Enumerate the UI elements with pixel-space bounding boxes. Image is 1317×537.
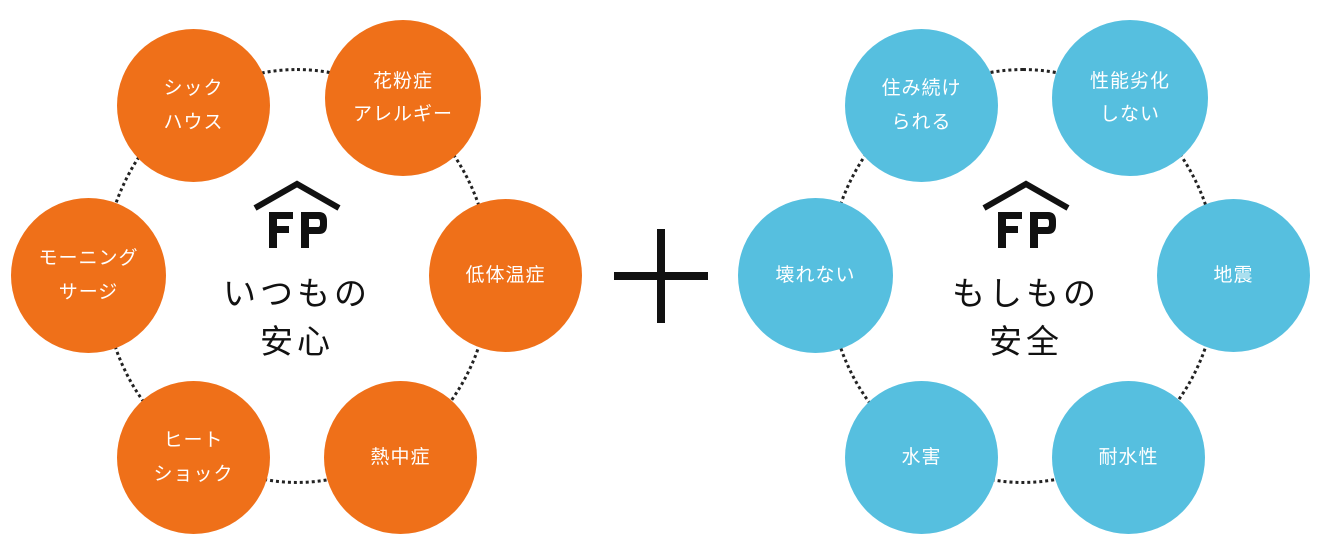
node-label-line1: 地震 — [1213, 263, 1254, 286]
node-label-line2: サージ — [58, 280, 119, 303]
anshin-node-hypothermia: 低体温症 — [429, 199, 582, 352]
anshin-node-heatstroke: 熱中症 — [324, 381, 477, 534]
anzen-node-earthquake: 地震 — [1157, 199, 1310, 352]
anshin-center-title: いつもの 安心 — [223, 270, 371, 366]
node-label-line1: 水害 — [901, 445, 942, 468]
anshin-center-line2: 安心 — [260, 321, 334, 361]
node-label-line1: 耐水性 — [1098, 445, 1159, 468]
node-label-line1: ヒート — [163, 429, 224, 452]
anzen-node-no-degradation: 性能劣化 しない — [1052, 20, 1208, 176]
anshin-node-sick-house: シック ハウス — [117, 29, 270, 182]
fp-house-logo-icon — [982, 180, 1070, 248]
anshin-node-heat-shock: ヒート ショック — [117, 381, 270, 534]
node-label-line1: シック — [163, 77, 224, 100]
plus-icon — [614, 229, 708, 323]
node-label-line1: モーニング — [38, 247, 139, 270]
anzen-center-line2: 安全 — [989, 321, 1063, 361]
anzen-node-livable: 住み続け られる — [845, 29, 998, 182]
node-label-line2: ハウス — [163, 110, 224, 133]
logo-text: FP — [0, 0, 1, 1]
anzen-node-water-resistance: 耐水性 — [1052, 381, 1205, 534]
node-label-line1: 住み続け — [881, 77, 962, 100]
node-label-line2: られる — [891, 110, 952, 133]
plus-symbol-text: + — [0, 0, 1, 1]
node-label-line1: 熱中症 — [370, 445, 431, 468]
node-label-line2: アレルギー — [352, 103, 453, 125]
node-label-line1: 低体温症 — [465, 263, 546, 286]
node-label-line2: ショック — [153, 462, 234, 485]
anshin-center: いつもの 安心 — [197, 178, 397, 366]
anzen-node-unbreakable: 壊れない — [738, 198, 893, 353]
anshin-node-pollen-allergy: 花粉症 アレルギー — [325, 20, 481, 176]
anzen-center-title: もしもの 安全 — [952, 270, 1100, 366]
node-label-line1: 花粉症 — [372, 69, 433, 92]
node-label-line1: 壊れない — [775, 263, 856, 286]
anshin-node-morning-surge: モーニング サージ — [11, 198, 166, 353]
anzen-center: もしもの 安全 — [926, 178, 1126, 366]
anzen-node-flood: 水害 — [845, 381, 998, 534]
anshin-center-line1: いつもの — [223, 274, 371, 313]
node-label-line1: 性能劣化 — [1089, 69, 1170, 92]
fp-house-logo-icon — [253, 180, 341, 248]
anzen-center-line1: もしもの — [952, 274, 1100, 313]
node-label-line2: しない — [1099, 103, 1160, 125]
